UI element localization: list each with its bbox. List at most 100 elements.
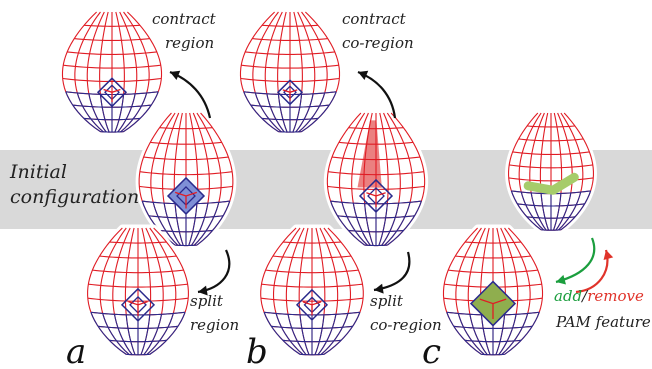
mesh-a-bottom-meridian-low <box>140 314 151 355</box>
mesh-c-top-meridian-low <box>558 191 582 231</box>
mesh-a-mid-meridian-low <box>188 203 198 246</box>
mesh-b-top-meridian-low <box>254 92 282 133</box>
mesh-c-bottom-meridian-low <box>495 314 506 355</box>
arrow-remove-feature-head <box>603 250 614 260</box>
arrow-layer <box>169 70 614 296</box>
mesh-a-bottom-meridian-low <box>146 313 174 355</box>
mesh-b-bottom-meridian-low <box>287 314 307 356</box>
mesh-b-bottom-meridian-low <box>320 313 349 355</box>
mesh-a-top-meridian-low <box>117 93 136 133</box>
mesh-a-top <box>58 8 166 141</box>
mesh-a-bottom-meridian-low <box>125 314 136 355</box>
mesh-b-top-meridian-low <box>277 94 288 133</box>
mesh-b-top-singular-vertex <box>282 89 298 101</box>
mesh-b-mid-meridian-low <box>330 200 366 246</box>
mesh-b-bottom-singular-cell <box>295 288 329 321</box>
mesh-b-bottom-meridian-low <box>323 312 361 355</box>
mesh-c-bottom-meridian-low <box>501 313 529 355</box>
mesh-c-top-meridian-low <box>510 190 542 231</box>
mesh-a-bottom-singular-cell <box>120 287 156 322</box>
mesh-b-mid-meridian-low <box>341 202 368 246</box>
mesh-b-mid-singular-cell <box>358 178 394 214</box>
arrow-contract-coregion-head <box>358 70 369 80</box>
label-add-remove: add/remove <box>554 287 644 305</box>
mesh-a-mid-meridian-low <box>196 200 231 246</box>
arrow-split-coregion <box>373 251 411 292</box>
mesh-b-top-meridian-low <box>292 94 303 133</box>
mesh-b-mid <box>323 109 429 255</box>
mesh-c-top-meridian-low <box>530 192 547 231</box>
mesh-c-bottom-singular-cell <box>469 280 517 327</box>
mesh-b-top-meridian-low <box>301 91 337 133</box>
label-split-region-1: split <box>190 292 224 310</box>
mesh-c-bottom-meridian-low <box>446 312 482 355</box>
mesh-c-top-meridian-low <box>552 193 562 231</box>
panel-letter-b: b <box>246 332 268 369</box>
mesh-c-bottom-meridian-low <box>498 314 517 356</box>
mesh-a-top-singular-cell <box>96 77 128 108</box>
mesh-b-mid-singular-vertex <box>366 192 386 208</box>
mesh-b-top <box>236 8 344 141</box>
mesh-b-mid-meridian-low <box>386 200 422 246</box>
arrow-add-feature <box>555 237 596 284</box>
label-contract-region-1: contract <box>152 10 217 28</box>
mesh-b-mid-meridian-low <box>378 203 388 246</box>
mesh-a-bottom-meridian-low <box>149 312 186 355</box>
mesh-a-mid-singular-cell <box>166 176 206 216</box>
mesh-a-top-meridian-low <box>99 94 110 133</box>
mesh-a-bottom-meridian-low <box>143 314 163 356</box>
label-split-coregion-2: co-region <box>370 316 442 334</box>
mesh-a-top-meridian-low <box>76 92 104 133</box>
mesh-a-top-meridian-low <box>88 93 107 133</box>
mesh-a-top-meridian-low <box>65 91 101 133</box>
mesh-c-top <box>505 109 597 239</box>
label-split-coregion-1: split <box>370 292 404 310</box>
mesh-a-bottom-meridian-low <box>90 312 127 355</box>
mesh-c-bottom-meridian-low <box>504 312 540 355</box>
mesh-c-bottom-meridian-low <box>480 314 491 355</box>
mesh-a-mid-meridian-low <box>163 203 182 246</box>
mesh-b-bottom-meridian-low <box>299 314 310 355</box>
mesh-c-top-pam-feature-stroke <box>523 172 579 195</box>
mesh-a-bottom-meridian-low <box>113 314 133 356</box>
mesh-b-top-meridian-low <box>298 92 326 133</box>
arrow-split-coregion-head <box>374 283 384 294</box>
mesh-b-bottom <box>257 224 367 364</box>
label-pam-feature: PAM feature <box>555 313 651 331</box>
mesh-b-top-meridian-low <box>266 93 285 133</box>
mesh-c-bottom-meridian-low <box>457 313 485 355</box>
mesh-c-bottom-singular-vertex <box>479 298 507 319</box>
mesh-b-mid-meridian-low <box>352 203 371 246</box>
mesh-c-bottom-meridian-low <box>469 314 488 356</box>
arrow-split-region <box>197 249 231 294</box>
mesh-c-bottom <box>439 224 547 364</box>
mesh-a-top-singular-vertex <box>103 88 121 103</box>
mesh-b-mid-meridian-low <box>384 202 411 246</box>
mesh-b-bottom-meridian-low <box>314 314 325 355</box>
mesh-b-bottom-meridian-low <box>263 312 301 355</box>
label-contract-coregion-2: co-region <box>342 34 414 52</box>
mesh-b-bottom-singular-vertex <box>302 301 322 316</box>
mesh-a-mid-singular-vertex <box>174 191 198 209</box>
band-label-line1: Initial <box>9 161 67 183</box>
mesh-a-mid-meridian-low <box>174 203 184 246</box>
arrow-contract-region-head <box>170 70 181 80</box>
label-contract-region-2: region <box>165 34 214 52</box>
label-slash: / <box>580 287 589 305</box>
label-contract-coregion-1: contract <box>342 10 407 28</box>
mesh-b-bottom-meridian-low <box>275 313 304 355</box>
mesh-b-top-singular-cell <box>276 79 304 106</box>
label-add: add <box>554 287 582 305</box>
arrow-add-feature-head <box>556 274 566 285</box>
label-remove: remove <box>587 287 644 305</box>
mesh-a-top-meridian-low <box>114 94 125 133</box>
mesh-a-mid-meridian-low <box>190 203 209 246</box>
mesh-a-bottom-meridian-low <box>102 313 130 355</box>
mesh-c-top-meridian-low <box>540 193 550 231</box>
label-split-region-2: region <box>190 316 239 334</box>
mesh-c-top-meridian-low <box>560 190 592 231</box>
mesh-a-top-meridian-low <box>123 91 159 133</box>
mesh-c-top-meridian-low <box>555 192 572 231</box>
mesh-a-bottom-singular-vertex <box>128 301 148 317</box>
